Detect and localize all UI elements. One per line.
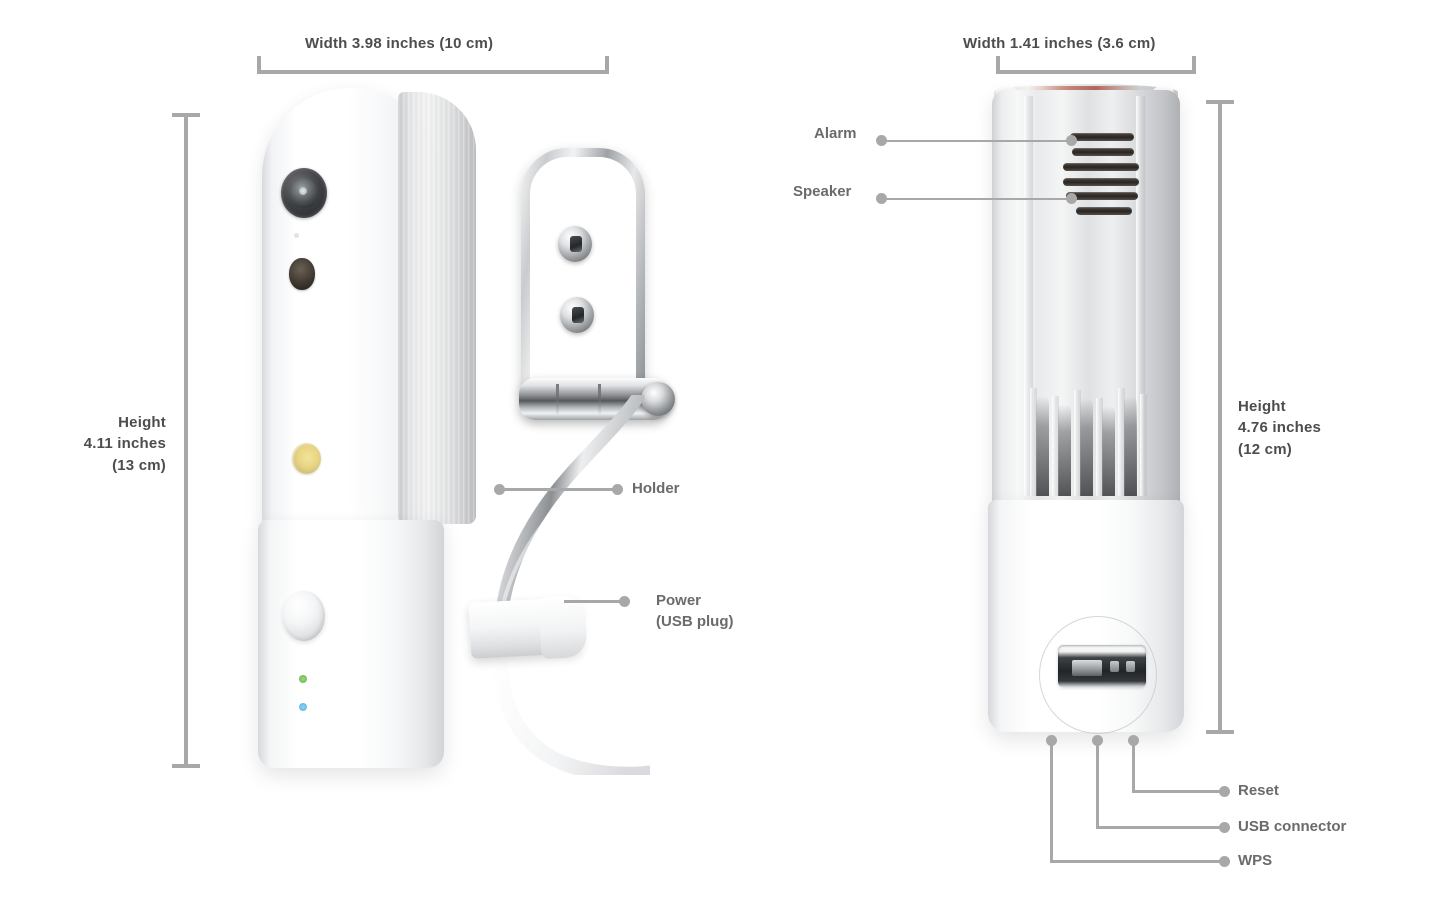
motion-sensor-dome-icon xyxy=(283,591,325,641)
wps-leader-dot-start xyxy=(1046,735,1057,746)
reset-leader-vertical xyxy=(1132,740,1135,792)
wps-leader-vertical xyxy=(1050,740,1053,862)
status-led-blue-icon xyxy=(299,703,307,711)
microphone-icon xyxy=(294,233,299,238)
ambient-light-sensor-icon xyxy=(292,443,321,474)
grille-slot-4 xyxy=(1063,178,1139,186)
camera-lens-highlight xyxy=(299,187,307,195)
left-width-dimension-line xyxy=(257,70,609,74)
callout-speaker: Speaker xyxy=(793,183,852,200)
left-width-tick-start xyxy=(257,56,261,74)
holder-leader-dot-end xyxy=(612,484,623,495)
wps-leader-dot-end xyxy=(1219,856,1230,867)
status-led-green-icon xyxy=(299,675,307,683)
power-leader-dot-end xyxy=(619,596,630,607)
usb-plug-tip xyxy=(538,594,588,660)
port-area-outline xyxy=(1039,616,1157,734)
left-width-tick-end xyxy=(605,56,609,74)
alarm-leader-dot-start xyxy=(876,135,887,146)
callout-holder: Holder xyxy=(632,480,680,497)
reset-leader-horizontal xyxy=(1132,790,1224,793)
hinge-knob-icon xyxy=(641,382,675,416)
reset-leader-dot-end xyxy=(1219,786,1230,797)
camera-metal-panel xyxy=(398,92,476,524)
holder-leader-dot-start xyxy=(494,484,505,495)
holder-leader-line xyxy=(499,488,617,491)
speaker-leader-line xyxy=(884,198,1072,200)
right-height-tick-bottom xyxy=(1206,730,1234,734)
usb-leader-dot-start xyxy=(1092,735,1103,746)
usb-leader-dot-end xyxy=(1219,822,1230,833)
hinge-segment-1 xyxy=(556,384,559,414)
left-height-tick-top xyxy=(172,113,200,117)
grille-slot-2 xyxy=(1072,148,1134,156)
power-leader-line xyxy=(564,600,624,603)
alarm-leader-dot-end xyxy=(1066,135,1077,146)
callout-reset: Reset xyxy=(1238,782,1279,799)
wps-leader-horizontal xyxy=(1050,860,1224,863)
alarm-leader-line xyxy=(884,140,1072,142)
wps-button-icon[interactable] xyxy=(1126,661,1135,672)
grille-slot-3 xyxy=(1063,163,1139,171)
mounting-bracket xyxy=(521,148,645,394)
right-height-tick-top xyxy=(1206,100,1234,104)
speaker-leader-dot-end xyxy=(1066,193,1077,204)
callout-wps: WPS xyxy=(1238,852,1273,869)
usb-connector-icon xyxy=(1072,660,1102,676)
left-height-tick-bottom xyxy=(172,764,200,768)
infrared-sensor-icon xyxy=(289,258,315,290)
right-width-label: Width 1.41 inches (3.6 cm) xyxy=(963,35,1156,52)
callout-alarm: Alarm xyxy=(814,125,857,142)
left-height-dimension-line xyxy=(184,113,188,768)
right-height-dimension-line xyxy=(1218,100,1222,734)
callout-usb-connector: USB connector xyxy=(1238,818,1347,835)
grille-slot-5 xyxy=(1066,192,1138,200)
right-width-dimension-line xyxy=(996,70,1196,74)
left-height-label: Height 4.11 inches (13 cm) xyxy=(83,414,166,474)
bracket-screw-lower-icon xyxy=(560,297,594,333)
right-width-tick-start xyxy=(996,56,1000,74)
speaker-leader-dot-start xyxy=(876,193,887,204)
callout-power: Power (USB plug) xyxy=(656,592,734,631)
hinge-segment-2 xyxy=(598,384,601,414)
right-width-tick-end xyxy=(1192,56,1196,74)
reset-leader-dot-start xyxy=(1128,735,1139,746)
bracket-screw-upper-icon xyxy=(558,226,592,262)
right-height-label: Height 4.76 inches (12 cm) xyxy=(1238,398,1322,458)
usb-leader-vertical xyxy=(1096,740,1099,828)
camera-body-lower xyxy=(258,520,444,768)
grille-slot-6 xyxy=(1076,207,1132,215)
reset-button-icon[interactable] xyxy=(1110,661,1119,672)
grille-slot-1 xyxy=(1070,133,1134,141)
left-width-label: Width 3.98 inches (10 cm) xyxy=(305,35,494,52)
device-top-accent xyxy=(1028,86,1140,91)
usb-leader-horizontal xyxy=(1096,826,1224,829)
